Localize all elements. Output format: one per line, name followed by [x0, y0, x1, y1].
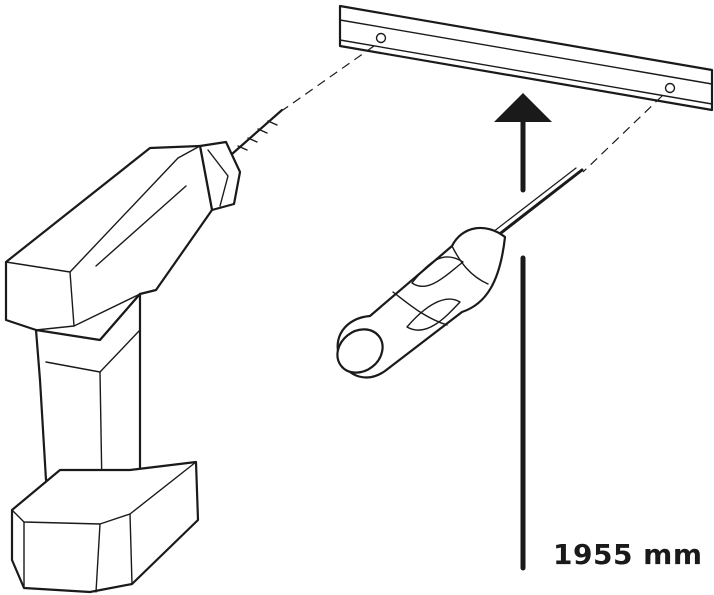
height-measurement-label: 1955 mm	[553, 538, 703, 571]
height-arrow	[494, 93, 552, 571]
screwdriver	[336, 167, 584, 379]
arrow-head-up	[494, 93, 552, 122]
drill	[4, 108, 284, 594]
wall-rail	[338, 4, 714, 112]
alignment-guides	[282, 45, 663, 173]
rail-screw-hole-right	[664, 82, 676, 94]
rail-screw-hole-left	[375, 32, 387, 44]
